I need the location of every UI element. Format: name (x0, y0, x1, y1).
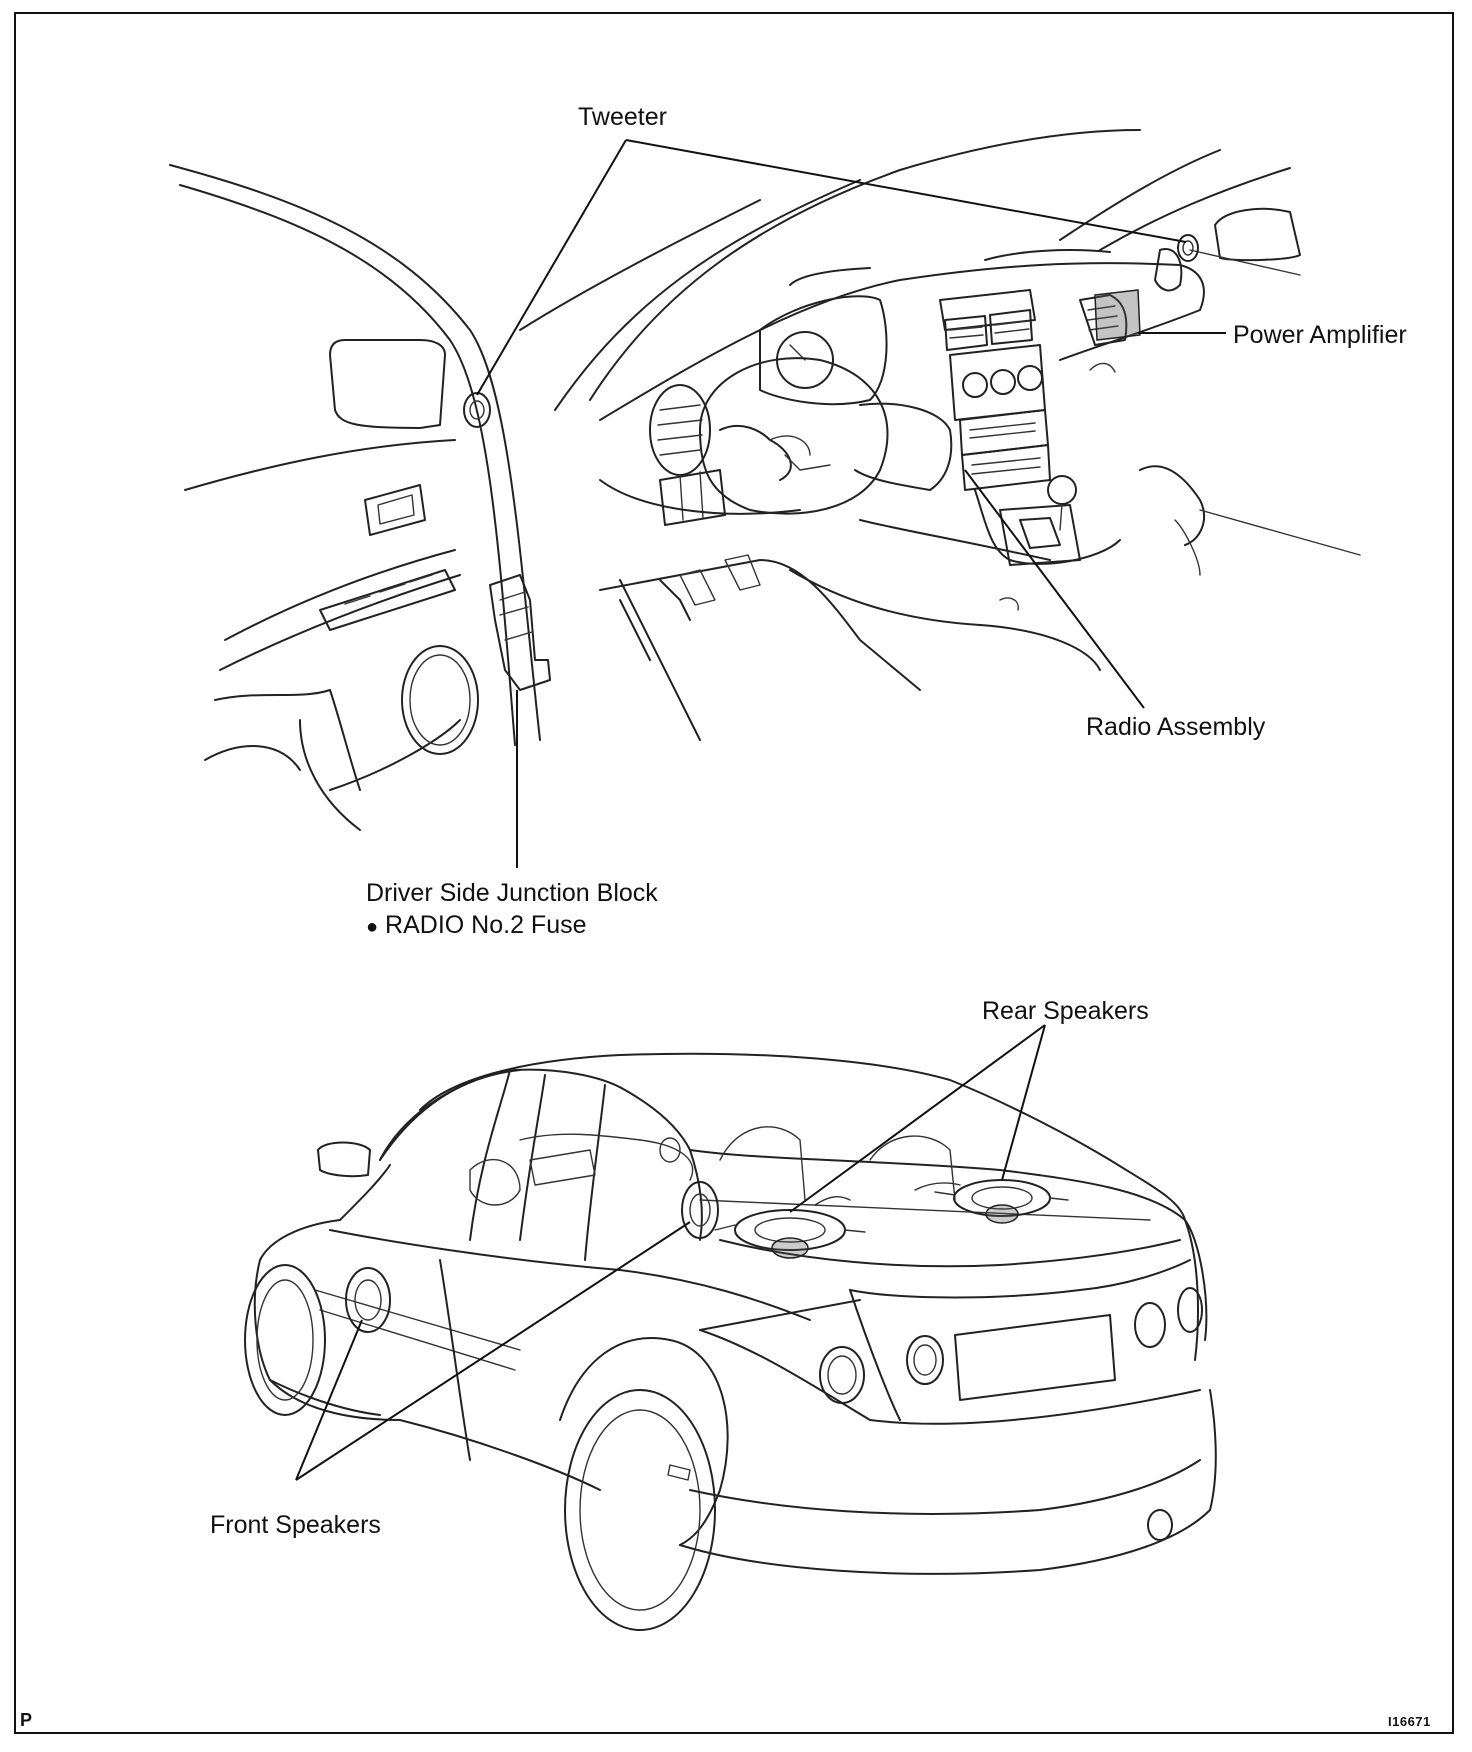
power-amplifier-label: Power Amplifier (1233, 321, 1407, 349)
fuse-label: ● RADIO No.2 Fuse (366, 910, 587, 942)
fuse-label-text: RADIO No.2 Fuse (385, 911, 587, 939)
junction-block-label: Driver Side Junction Block (366, 879, 658, 907)
figure-id: I16671 (1388, 1714, 1431, 1729)
diagram-frame (14, 12, 1454, 1734)
radio-assembly-label: Radio Assembly (1086, 713, 1266, 741)
car-illustration (244, 1024, 1217, 1631)
rear-speakers-label: Rear Speakers (982, 997, 1149, 1025)
front-speakers-label: Front Speakers (210, 1511, 381, 1539)
interior-illustration (169, 129, 1361, 868)
tweeter-label: Tweeter (578, 103, 667, 131)
bullet-icon: ● (366, 916, 379, 938)
corner-mark: P (20, 1710, 33, 1730)
